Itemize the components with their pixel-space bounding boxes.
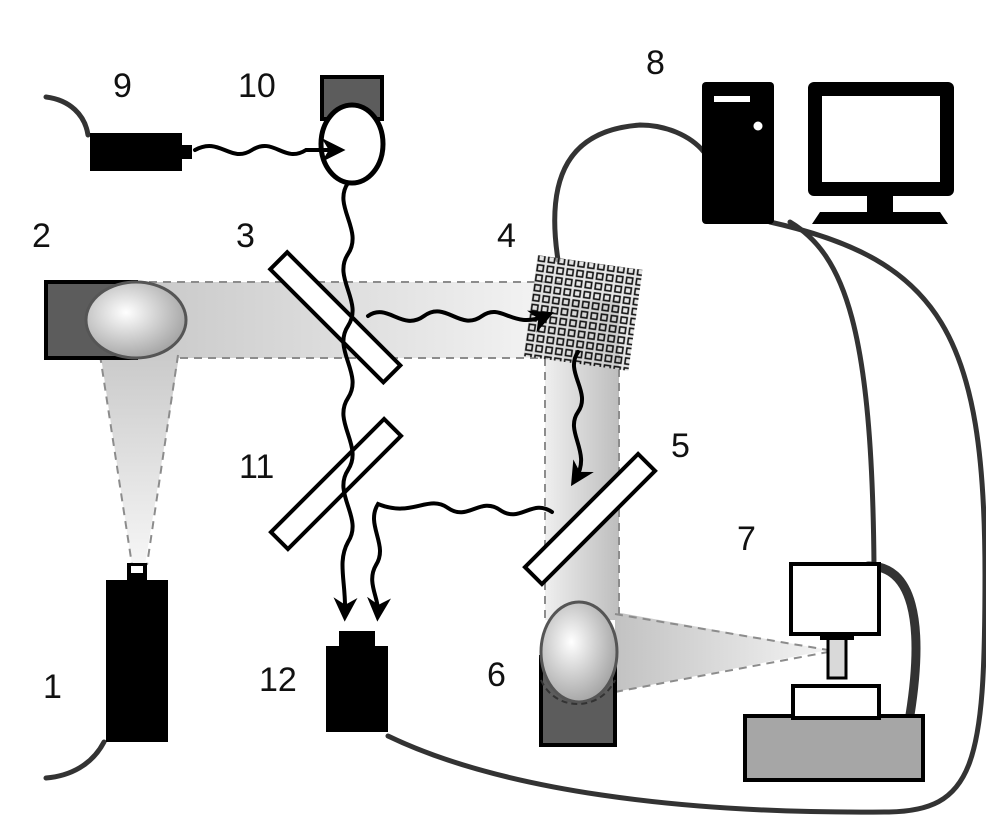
light-paths [193, 138, 594, 622]
label-2: 2 [32, 217, 51, 255]
dichroic-mirror-11 [268, 416, 404, 552]
computer-workstation [702, 82, 954, 224]
label-9: 9 [113, 67, 132, 105]
splitter-to-dmd-path [366, 309, 554, 333]
connection-cables [43, 94, 986, 815]
label-8: 8 [646, 44, 665, 82]
projection-lens-assembly [539, 600, 619, 747]
label-6: 6 [487, 656, 506, 694]
mirror-5 [522, 451, 658, 587]
fiber-collimator [318, 75, 386, 186]
label-1: 1 [43, 668, 62, 706]
collimating-lens-assembly [44, 280, 188, 360]
laser-to-collimator-path [193, 138, 346, 162]
label-7: 7 [737, 520, 756, 558]
projection-light-cone [615, 612, 828, 692]
microscope [743, 562, 925, 782]
label-5: 5 [671, 427, 690, 465]
laser [90, 133, 192, 171]
collimator-to-camera-path [333, 181, 358, 622]
label-4: 4 [497, 217, 516, 255]
mirror-to-camera-path [367, 501, 554, 622]
beam-splitter-3 [267, 249, 404, 386]
label-3: 3 [236, 217, 255, 255]
label-10: 10 [238, 67, 276, 105]
label-11: 11 [239, 448, 274, 486]
camera [326, 631, 388, 732]
source-light-cone [100, 350, 180, 565]
label-12: 12 [259, 661, 297, 699]
component-labels: 1 2 3 4 5 6 7 8 9 10 11 12 [32, 44, 756, 706]
light-source [106, 563, 168, 742]
dmd-to-mirror-path [570, 350, 594, 487]
dmd-array [523, 255, 643, 371]
